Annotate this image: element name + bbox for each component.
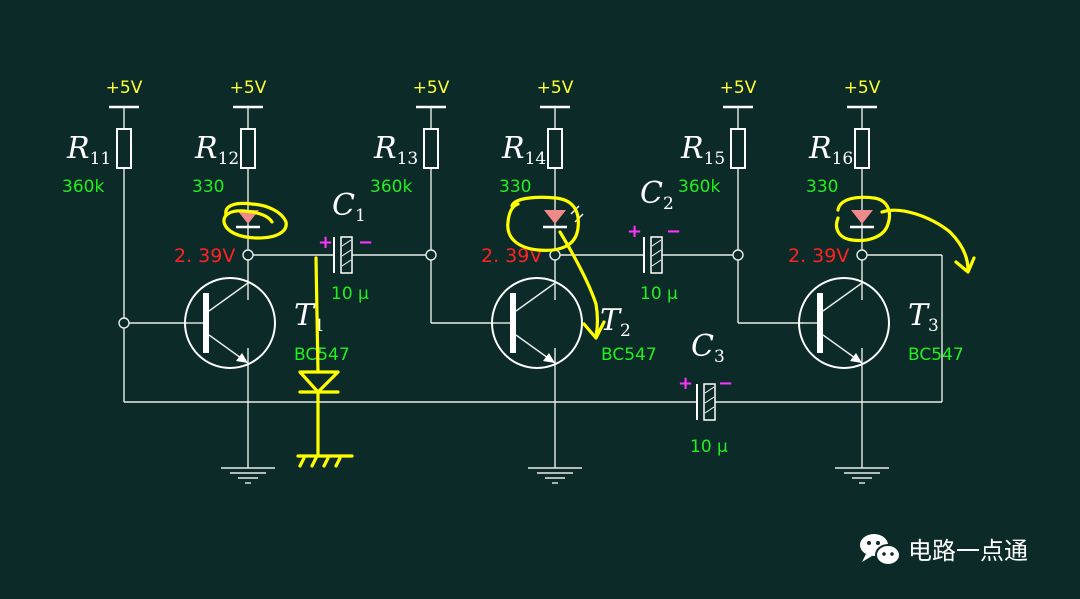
voltage-reading-t3: 2. 39V	[788, 245, 849, 267]
capacitor-minus-c3: −	[718, 373, 733, 394]
transistor-label-t1: T1	[294, 298, 325, 336]
supply-label-2: +5V	[230, 78, 267, 98]
grounds	[220, 457, 890, 484]
ground-t3	[834, 457, 890, 484]
resistor-value-r11: 360k	[62, 177, 104, 197]
resistor-r15	[730, 128, 746, 169]
supply-label-5: +5V	[720, 78, 757, 98]
capacitor-c1	[333, 236, 353, 274]
ground-t1	[220, 457, 276, 484]
capacitor-plus-c2: +	[627, 221, 642, 242]
supply-label-4: +5V	[537, 78, 574, 98]
resistor-r12	[240, 128, 256, 169]
capacitor-label-c2: C2	[640, 176, 674, 214]
wechat-icon	[860, 534, 901, 566]
handwritten-annotations	[222, 195, 976, 468]
capacitor-c3	[696, 383, 716, 421]
capacitor-minus-c2: −	[666, 221, 681, 242]
capacitor-minus-c1: −	[358, 232, 373, 253]
capacitor-plus-c1: +	[318, 232, 333, 253]
transistor-t1	[184, 277, 276, 369]
capacitor-c2	[643, 236, 663, 274]
resistor-value-r12: 330	[192, 177, 224, 197]
transistor-model-t3: BC547	[908, 345, 964, 365]
supply-rails: +5V +5V +5V +5V +5V +5V	[106, 78, 881, 131]
supply-label-1: +5V	[106, 78, 143, 98]
transistor-t3	[798, 277, 890, 369]
transistor-label-t3: T3	[908, 298, 939, 336]
supply-r16	[845, 105, 879, 131]
voltage-reading-t2: 2. 39V	[481, 245, 542, 267]
voltage-readings: 2. 39V 2. 39V 2. 39V	[174, 245, 849, 267]
annotation-diode-ground	[296, 256, 354, 468]
resistor-r14	[547, 128, 563, 169]
resistor-label-r12: R12	[194, 131, 239, 169]
resistor-value-r15: 360k	[678, 177, 720, 197]
capacitor-value-c2: 10 µ	[640, 284, 678, 304]
wiring	[123, 168, 943, 458]
resistor-label-r16: R16	[808, 131, 853, 169]
supply-r15	[721, 105, 755, 131]
resistor-label-r15: R15	[680, 131, 725, 169]
annotation-arrow-led3	[880, 208, 970, 272]
capacitor-label-c3: C3	[691, 329, 725, 367]
capacitors: C1 C2 C3 10 µ 10 µ 10 µ + − + − + −	[318, 176, 733, 457]
resistor-value-r14: 330	[499, 177, 531, 197]
resistor-label-r13: R13	[373, 131, 418, 169]
resistor-r16	[854, 128, 870, 169]
led-t3	[850, 210, 874, 229]
transistor-t2	[491, 277, 583, 369]
capacitor-label-c1: C1	[332, 188, 366, 226]
resistor-r11	[116, 128, 132, 169]
capacitor-value-c1: 10 µ	[331, 284, 369, 304]
annotation-circle-led3	[834, 195, 892, 243]
capacitor-plus-c3: +	[678, 373, 693, 394]
supply-label-6: +5V	[844, 78, 881, 98]
transistors: T1 T2 T3 BC547 BC547 BC547	[184, 277, 964, 369]
supply-r12	[231, 105, 265, 131]
resistor-value-r13: 360k	[370, 177, 412, 197]
supply-r14	[538, 105, 572, 131]
ground-t2	[527, 457, 583, 484]
voltage-reading-t1: 2. 39V	[174, 245, 235, 267]
resistor-r13	[423, 128, 439, 169]
resistor-value-r16: 330	[806, 177, 838, 197]
resistors: R11 R12 R13 R14 R15 R16 360k 330 360k 33…	[62, 128, 870, 197]
annotation-circle-led2	[506, 195, 580, 252]
resistor-label-r14: R14	[501, 131, 546, 169]
annotation-arrow-led2	[558, 230, 600, 338]
transistor-model-t1: BC547	[294, 345, 350, 365]
supply-r13	[414, 105, 448, 131]
capacitor-value-c3: 10 µ	[690, 437, 728, 457]
brand-watermark: 电路一点通	[860, 534, 1028, 566]
annotation-circle-led1	[222, 201, 288, 240]
transistor-label-t2: T2	[600, 303, 631, 341]
junction-dots	[118, 249, 868, 329]
resistor-label-r11: R11	[66, 131, 111, 169]
supply-r11	[107, 105, 141, 131]
supply-label-3: +5V	[413, 78, 450, 98]
transistor-model-t2: BC547	[601, 345, 657, 365]
brand-name: 电路一点通	[908, 537, 1028, 565]
